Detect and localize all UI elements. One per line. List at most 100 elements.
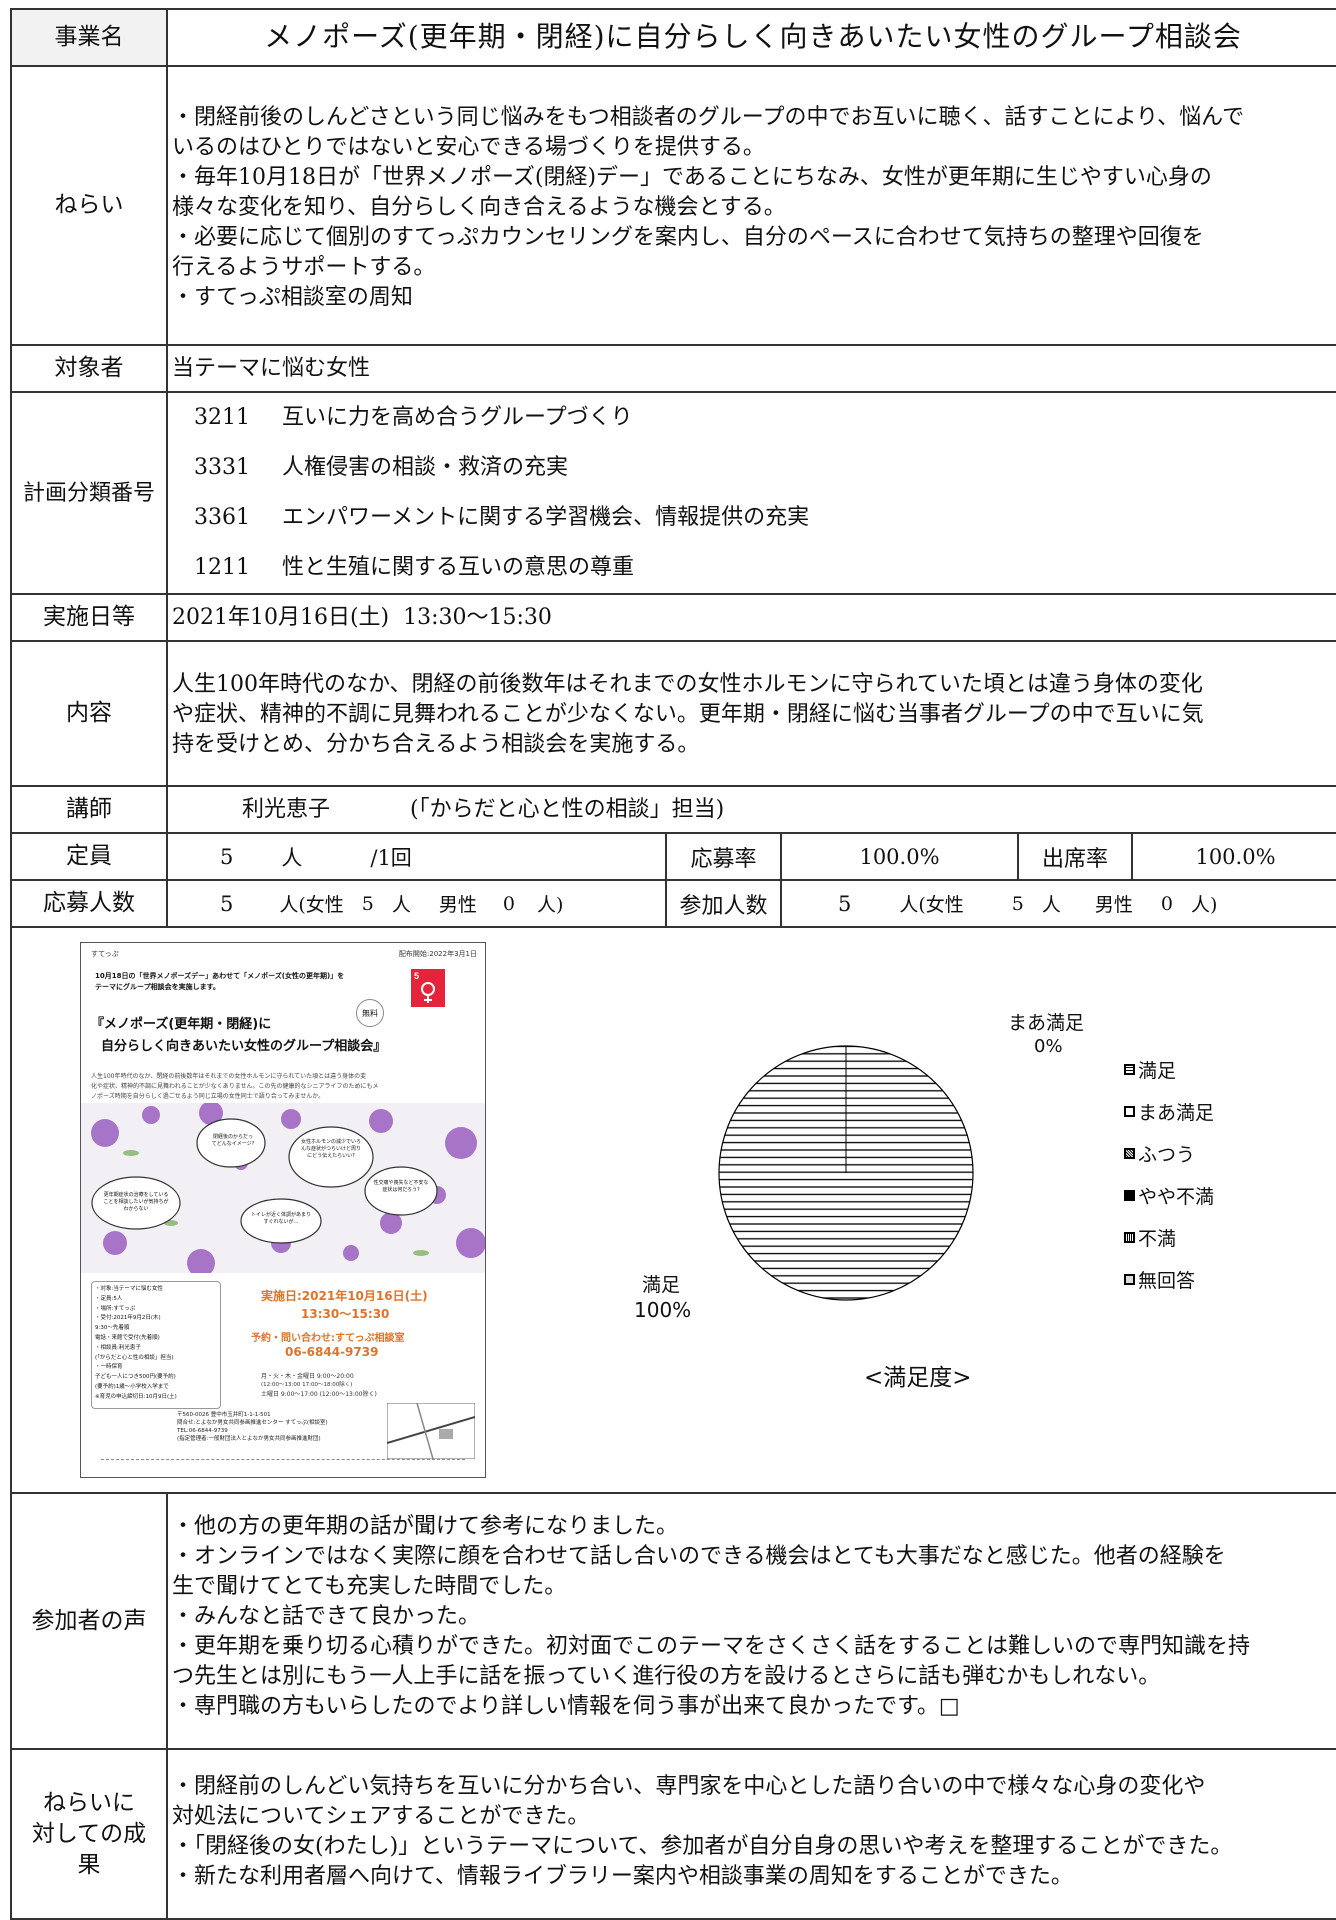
- aim-line: ・必要に応じて個別のすてっぷカウンセリングを案内し、自分のペースに合わせて気持ち…: [172, 225, 1204, 250]
- flyer-chart-row: すてっぷ 配布開始:2022年3月1日 10月18日の「世界メノポーズデー」あわ…: [12, 928, 1336, 1494]
- plan-label: 性と生殖に関する互いの意思の尊重: [282, 555, 635, 580]
- flyer-details-box: [91, 1281, 221, 1409]
- legend-swatch: [1124, 1231, 1135, 1243]
- content-line: や症状、精神的不調に見舞われることが少なくない。更年期・閉経に悩む当事者グループ…: [172, 702, 1204, 727]
- plan-item: 1211 性と生殖に関する互いの意思の尊重: [194, 543, 1336, 593]
- lecturer-name: 利光恵子: [242, 796, 331, 822]
- applicants-male: 0: [502, 892, 516, 915]
- aim-line: 行えるようサポートする。: [172, 255, 436, 280]
- flyer-detail-line: ・一時保育: [95, 1364, 123, 1371]
- header-applicants: 応募人数: [12, 881, 168, 926]
- header-date: 実施日等: [12, 595, 168, 640]
- legend-item: 不満: [1124, 1216, 1214, 1258]
- flyer-detail-line: 電話・来館で受付(先着順): [95, 1334, 160, 1341]
- legend-swatch: [1124, 1147, 1135, 1159]
- legend-label: 無回答: [1138, 1269, 1196, 1292]
- legend-item: ふつう: [1124, 1132, 1214, 1174]
- flyer-detail-line: ・対象:当テーマに悩む女性: [95, 1286, 163, 1292]
- aim-line: 様々な変化を知り、自分らしく向き合えるような機会とする。: [172, 195, 786, 220]
- result-line: ・閉経前のしんどい気持ちを互いに分かち合い、専門家を中心とした語り合いの中で様々…: [172, 1774, 1206, 1799]
- legend-label: ふつう: [1138, 1143, 1196, 1166]
- voice-line: ・専門職の方もいらしたのでより詳しい情報を伺う事が出来て良かったです。□: [172, 1694, 960, 1719]
- applicants-row: 応募人数 5 人(女性 5 人 男性 0 人) 参加人数 5 人(女性 5 人 …: [12, 881, 1336, 928]
- flyer-detail-line: ・場所:すてっぷ: [95, 1305, 136, 1312]
- aim-line: ・毎年10月18日が「世界メノポーズ(閉経)デー」であることにちなみ、女性が更年…: [172, 165, 1212, 190]
- participants-male-label: 男性: [1094, 894, 1133, 916]
- participants-female: 5: [1011, 892, 1024, 915]
- svg-text:5: 5: [414, 971, 419, 981]
- flyer-address-line: 〒560-0026 豊中市玉井町1-1-1-501: [177, 1412, 271, 1418]
- lecturer-role: (「からだと心と性の相談」担当): [410, 796, 725, 822]
- flyer-hours-line: 土曜日 9:00〜17:00 (12:00〜13:00除く): [261, 1391, 377, 1398]
- participants-male: 0: [1160, 892, 1174, 915]
- flyer-bubble: 閉経後のからだってどんなイメージ?: [211, 1134, 255, 1147]
- plan-label: 人権侵害の相談・救済の充実: [282, 455, 569, 480]
- flyer-address-line: TEL:06-6844-9739: [177, 1428, 228, 1434]
- plan-label: 互いに力を高め合うグループづくり: [282, 405, 633, 430]
- flyer-bubble: トイレが近く体調があまりすぐれないが…: [251, 1212, 312, 1225]
- content-text: 人生100年時代のなか、閉経の前後数年はそれまでの女性ホルモンに守られていた頃と…: [168, 642, 1336, 785]
- apply-rate-value: 100.0%: [782, 834, 1019, 879]
- header-target: 対象者: [12, 346, 168, 391]
- capacity-num: 5: [220, 844, 234, 869]
- flyer-detail-line: 子ども一人につき500円(要予約): [95, 1374, 176, 1381]
- header-results-line: 果: [77, 1851, 101, 1878]
- flyer-detail-line: 9:30〜先着順: [95, 1325, 130, 1332]
- plan-code: 3361: [194, 505, 250, 530]
- lecturer-value: 利光恵子 (「からだと心と性の相談」担当): [168, 787, 1336, 832]
- flyer-title-line: 自分らしく向きあいたい女性のグループ相談会』: [101, 1039, 387, 1054]
- result-line: ・「閉経後の女(わたし)」というテーマについて、参加者が自分自身の思いや考えを整…: [172, 1834, 1233, 1859]
- plan-item: 3361 エンパワーメントに関する学習機会、情報提供の充実: [194, 493, 1336, 543]
- header-project-name: 事業名: [12, 10, 168, 65]
- applicants-male-label: 男性: [438, 894, 477, 916]
- header-capacity: 定員: [12, 834, 168, 879]
- plan-item: 3211 互いに力を高め合うグループづくり: [194, 393, 1336, 443]
- plan-label: エンパワーメントに関する学習機会、情報提供の充実: [282, 505, 810, 530]
- flyer-detail-line: (要予約)1歳〜小学校入学まで: [95, 1383, 169, 1390]
- participants-value: 5 人(女性 5 人 男性 0 人): [782, 881, 1336, 926]
- participants-female-unit: 人: [1041, 894, 1061, 916]
- result-line: ・新たな利用者層へ向けて、情報ライブラリー案内や相談事業の周知をすることができた…: [172, 1864, 1073, 1889]
- results-row: ねらいに 対しての成 果 ・閉経前のしんどい気持ちを互いに分かち合い、専門家を中…: [12, 1750, 1336, 1920]
- title-row: 事業名 メノポーズ(更年期・閉経)に自分らしく向きあいたい女性のグループ相談会: [12, 10, 1336, 67]
- voices-text: ・他の方の更年期の話が聞けて参考になりました。 ・オンラインではなく実際に顔を合…: [168, 1494, 1336, 1748]
- sdg5-icon: 5: [411, 969, 445, 1007]
- flyer-intro-line: 10月18日の「世界メノポーズデー」あわせて「メノポーズ(女性の更年期)」を: [95, 972, 345, 980]
- applicants-female: 5: [361, 892, 374, 915]
- participants-label: 参加人数: [667, 881, 782, 926]
- capacity-unit: 人: [281, 845, 303, 870]
- aim-line: ・すてっぷ相談室の周知: [172, 285, 413, 310]
- flyer-desc-line: 人生100年時代のなか、閉経の前後数年はそれまでの女性ホルモンに守られていた頃と…: [91, 1073, 367, 1080]
- legend-label: やや不満: [1138, 1185, 1215, 1208]
- plan-code: 1211: [194, 555, 250, 580]
- plan-code: 3211: [194, 405, 250, 430]
- voice-line: ・他の方の更年期の話が聞けて参考になりました。: [172, 1514, 679, 1539]
- flyer-hours-line: 月・火・木・金曜日 9:00〜20:00: [261, 1373, 354, 1380]
- applicants-value: 5 人(女性 5 人 男性 0 人): [168, 881, 667, 926]
- flyer-map: [387, 1403, 475, 1459]
- content-line: 人生100年時代のなか、閉経の前後数年はそれまでの女性ホルモンに守られていた頃と…: [172, 672, 1203, 697]
- pie-legend: 満足 まあ満足 ふつう やや不満 不満 無回答: [1124, 1048, 1214, 1300]
- participants-male-unit: 人): [1191, 894, 1218, 916]
- lecturer-row: 講師 利光恵子 (「からだと心と性の相談」担当): [12, 787, 1336, 834]
- flyer-details: ・対象:当テーマに悩む女性 ・定員:5人 ・場所:すてっぷ ・受付:2021年9…: [95, 1285, 219, 1403]
- legend-label: まあ満足: [1138, 1101, 1215, 1124]
- content-line: 持を受けとめ、分かち合えるよう相談会を実施する。: [172, 732, 700, 757]
- flyer-detail-line: ・相談員:利光恵子: [95, 1344, 141, 1351]
- header-content: 内容: [12, 642, 168, 785]
- flyer-issued: 配布開始:2022年3月1日: [398, 950, 477, 958]
- legend-swatch: [1124, 1189, 1135, 1201]
- result-line: 対処法についてシェアすることができた。: [172, 1804, 590, 1829]
- participants-unit: 人(女性: [899, 894, 964, 916]
- applicants-male-unit: 人): [537, 894, 564, 916]
- pie-label-value: 0%: [1034, 1036, 1063, 1057]
- aim-text: ・閉経前後のしんどさという同じ悩みをもつ相談者のグループの中でお互いに聴く、話す…: [168, 67, 1336, 344]
- pie-label-name: 満足: [642, 1274, 681, 1296]
- date-value: 2021年10月16日(土) 13:30〜15:30: [172, 604, 552, 630]
- flyer-bubble: 更年期症状の治療をしていることを相談したいが気持ちがわからない: [103, 1192, 169, 1212]
- apply-rate-label: 応募率: [667, 834, 782, 879]
- flyer-date-line: 実施日:2021年10月16日(土): [261, 1289, 428, 1303]
